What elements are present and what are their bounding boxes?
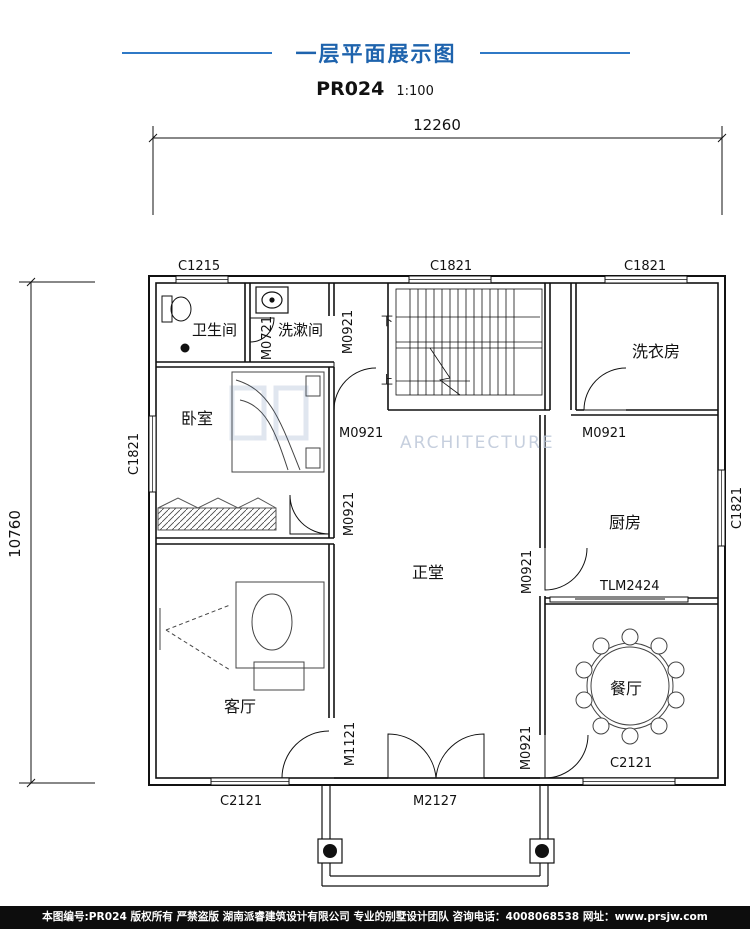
sliding-door-label: TLM2424 — [599, 579, 659, 594]
door-label-living: M1121 — [343, 722, 358, 766]
room-label-dining: 餐厅 — [610, 679, 642, 698]
plan-code: PR024 — [316, 78, 385, 100]
window-label-laundry: C1821 — [624, 259, 666, 274]
dimension-width — [148, 126, 727, 215]
room-label-hall: 正堂 — [412, 563, 444, 582]
wardrobe-icon — [157, 497, 277, 531]
room-label-kitchen: 厨房 — [609, 513, 641, 532]
dimension-depth — [19, 277, 95, 788]
window-label-toilet: C1215 — [178, 259, 220, 274]
washbasin-icon — [255, 286, 289, 314]
watermark-logo — [229, 385, 309, 441]
room-label-washroom: 洗漱间 — [278, 321, 323, 339]
dining-table-icon — [575, 628, 685, 745]
door-label-kitchen: M0921 — [520, 550, 535, 594]
door-label-laundry: M0921 — [582, 426, 626, 441]
dimension-depth-label: 10760 — [6, 510, 24, 558]
bed-icon — [231, 371, 325, 473]
door-label-main: M2127 — [413, 794, 457, 809]
door-label-bedroom-top: M0921 — [339, 426, 383, 441]
room-label-toilet: 卫生间 — [192, 321, 237, 339]
room-label-bedroom: 卧室 — [181, 409, 213, 428]
watermark-text: ARCHITECTURE — [400, 433, 555, 453]
window-label-living: C2121 — [220, 794, 262, 809]
room-label-living: 客厅 — [224, 697, 256, 716]
title-line-right — [480, 52, 630, 54]
stair-down-label: 下 — [381, 314, 393, 328]
door-label-stair: M0921 — [341, 310, 356, 354]
window-label-dining: C2121 — [610, 756, 652, 771]
door-swings — [249, 317, 627, 779]
window-centerlines — [152, 279, 722, 782]
door-label-dining: M0921 — [519, 726, 534, 770]
sofa-icon — [159, 581, 325, 691]
staircase — [395, 288, 543, 396]
door-label-bedroom-side: M0921 — [342, 492, 357, 536]
title-bar: 一层平面展示图 — [0, 38, 750, 68]
copyright-footer: 本图编号:PR024 版权所有 严禁盗版 湖南派睿建筑设计有限公司 专业的别墅设… — [0, 906, 750, 929]
page-title: 一层平面展示图 — [295, 42, 457, 66]
porch-columns — [317, 838, 555, 864]
sliding-door — [549, 596, 689, 603]
toilet-fixtures — [161, 295, 192, 353]
window-label-stair: C1821 — [430, 259, 472, 274]
floor-plan: 12260 10760 — [6, 116, 745, 887]
plan-code-line: PR024 1:100 — [0, 78, 750, 100]
room-label-laundry: 洗衣房 — [632, 342, 680, 361]
dimension-width-label: 12260 — [413, 116, 461, 134]
plan-scale: 1:100 — [396, 84, 434, 99]
window-label-bedroom: C1821 — [127, 433, 142, 475]
window-label-kitchen: C1821 — [730, 487, 745, 529]
stair-up-label: 上 — [381, 373, 393, 387]
door-label-washroom: M0721 — [260, 316, 275, 360]
title-line-left — [122, 52, 272, 54]
